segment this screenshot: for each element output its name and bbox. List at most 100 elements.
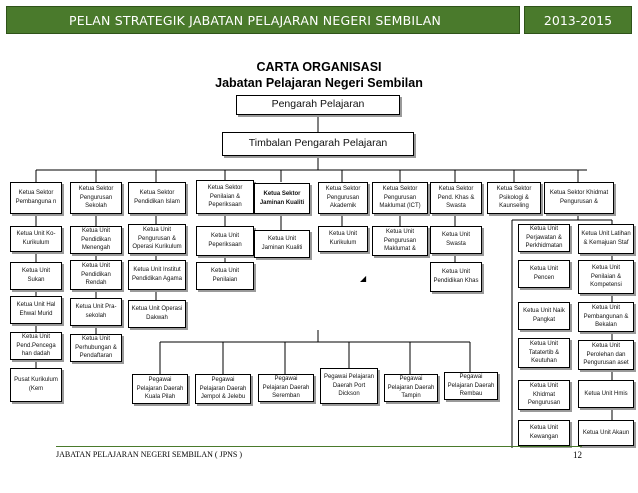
sector-box: Ketua Sektor Psikologi & Kaunseling xyxy=(487,182,541,214)
header-year: 2013-2015 xyxy=(543,12,613,28)
unit-label: Ketua Unit Institut Pendidikan Agama xyxy=(131,267,183,282)
unit-box: Ketua Unit Sukan xyxy=(10,262,62,290)
sector-label: Ketua Sektor Pengurusan Sekolah xyxy=(78,185,114,210)
unit-label: Ketua Unit Pend.Pencega han dadah xyxy=(16,333,56,358)
unit-box: Ketua Unit Pembangunan & Bekalan xyxy=(578,302,634,332)
sector-box: Ketua Sektor Penilaian & Peperiksaan xyxy=(196,180,254,214)
sector-label: Ketua Sektor Psikologi & Kaunseling xyxy=(496,185,532,210)
unit-box: Ketua Unit Kewangan xyxy=(518,420,570,446)
district-officer-box: Pegawai Pelajaran Daerah Rembau xyxy=(444,372,498,400)
unit-box: Ketua Unit Hal Ehwal Murid xyxy=(10,296,62,324)
footer: JABATAN PELAJARAN NEGERI SEMBILAN ( JPNS… xyxy=(56,446,582,460)
sector-box: Ketua Sektor Jaminan Kualiti xyxy=(254,183,310,214)
district-officer-label: Pegawai Pelajaran Daerah Tampin xyxy=(387,375,435,400)
unit-label: Ketua Unit Jaminan Kualiti xyxy=(261,236,303,251)
unit-label: Ketua Unit Hmis xyxy=(584,390,628,397)
unit-label: Ketua Unit Sukan xyxy=(21,268,51,283)
unit-label: Ketua Unit Pencen xyxy=(529,266,559,281)
unit-label: Ketua Unit Penilaian & Kompetensi xyxy=(590,264,622,289)
deputy-box: Timbalan Pengarah Pelajaran xyxy=(222,132,414,156)
unit-box: Ketua Unit Penilaian & Kompetensi xyxy=(578,260,634,294)
sector-box: Ketua Sektor Khidmat Pengurusan & xyxy=(544,182,614,214)
unit-label: Ketua Unit Pendidikan Khas xyxy=(433,269,479,284)
sector-label: Ketua Sektor Pembanguna n xyxy=(15,190,57,205)
unit-box: Ketua Unit Khidmat Pengurusan xyxy=(518,380,570,410)
district-officer-label: Pegawai Pelajaran Daerah Seremban xyxy=(262,375,310,400)
unit-label: Ketua Unit Naik Pangkat xyxy=(523,308,565,323)
unit-box: Ketua Unit Pengurusan & Operasi Kurikulu… xyxy=(128,224,186,254)
unit-box: Ketua Unit Institut Pendidikan Agama xyxy=(128,260,186,290)
page-number: 12 xyxy=(573,450,582,460)
district-officer-label: Pegawai Pelajaran Daerah Rembau xyxy=(447,373,495,398)
unit-box: Ketua Unit Pengurusan Maklumat & xyxy=(372,226,428,256)
unit-label: Ketua Unit Akaun xyxy=(582,429,630,436)
sector-label: Ketua Sektor Khidmat Pengurusan & xyxy=(549,190,609,205)
unit-box: Ketua Unit Pendidikan Rendah xyxy=(70,260,122,290)
unit-label: Ketua Unit Perjawatan & Perkhidmatan xyxy=(525,225,563,250)
district-officer-box: Pegawai Pelajaran Daerah Jempol & Jelebu xyxy=(195,374,251,404)
unit-box: Pusat Kurikulum (Kem xyxy=(10,368,62,402)
deputy-label: Timbalan Pengarah Pelajaran xyxy=(248,137,388,150)
unit-box: Ketua Unit Kurikulum xyxy=(318,226,368,252)
header-title: PELAN STRATEGIK JABATAN PELAJARAN NEGERI… xyxy=(69,12,442,28)
unit-box: Ketua Unit Perjawatan & Perkhidmatan xyxy=(518,224,570,252)
district-officer-label: Pegawai Pelajaran Daerah Jempol & Jelebu xyxy=(199,376,247,401)
unit-label: Ketua Unit Khidmat Pengurusan xyxy=(527,382,561,407)
sector-box: Ketua Sektor Pengurusan Akademik xyxy=(318,182,368,214)
unit-box: Ketua Unit Latihan & Kemajuan Staf xyxy=(578,224,634,254)
unit-label: Ketua Unit Perhubungan & Pendaftaran xyxy=(75,335,117,360)
unit-label: Ketua Unit Swasta xyxy=(441,232,471,247)
unit-label: Ketua Unit Pengurusan Maklumat & xyxy=(383,228,417,253)
district-officer-label: Pegawai Pelajaran Daerah Port Dickson xyxy=(323,373,375,398)
unit-label: Ketua Unit Kewangan xyxy=(529,425,559,440)
unit-box: Ketua Unit Operasi Dakwah xyxy=(128,300,186,328)
unit-box: Ketua Unit Pendidikan Menengah xyxy=(70,226,122,254)
unit-label: Ketua Unit Pendidikan Menengah xyxy=(81,227,111,252)
unit-label: Ketua Unit Pra-sekolah xyxy=(75,304,117,319)
sector-label: Ketua Sektor Penilaian & Peperiksaan xyxy=(207,184,243,209)
unit-box: Ketua Unit Penilaian xyxy=(196,262,254,290)
district-officer-label: Pegawai Pelajaran Daerah Kuala Pilah xyxy=(136,376,184,401)
unit-box: Ketua Unit Perolehan dan Pengurusan aset xyxy=(578,340,634,370)
unit-label: Ketua Unit Peperiksaan xyxy=(208,233,242,248)
unit-label: Ketua Unit Hal Ehwal Murid xyxy=(16,302,56,317)
unit-box: Ketua Unit Pra-sekolah xyxy=(70,298,122,326)
district-officer-box: Pegawai Pelajaran Daerah Tampin xyxy=(384,374,438,402)
unit-box: Ketua Unit Perhubungan & Pendaftaran xyxy=(70,334,122,362)
unit-box: Ketua Unit Swasta xyxy=(430,226,482,254)
unit-box: Ketua Unit Ko-Kurikulum xyxy=(10,226,62,252)
sector-box: Ketua Sektor Pendidikan Islam xyxy=(128,182,186,214)
sector-box: Ketua Sektor Pend. Khas & Swasta xyxy=(430,182,482,214)
header-title-band: PELAN STRATEGIK JABATAN PELAJARAN NEGERI… xyxy=(6,6,520,34)
sector-box: Ketua Sektor Pembanguna n xyxy=(10,182,62,214)
unit-box: Ketua Unit Peperiksaan xyxy=(196,226,254,256)
unit-box: Ketua Unit Pencen xyxy=(518,260,570,288)
sector-label: Ketua Sektor Pengurusan Akademik xyxy=(325,185,361,210)
unit-label: Ketua Unit Perolehan dan Pengurusan aset xyxy=(583,342,629,367)
chart-title: CARTA ORGANISASI xyxy=(256,60,382,74)
unit-label: Ketua Unit Pengurusan & Operasi Kurikulu… xyxy=(132,226,182,251)
unit-label: Pusat Kurikulum (Kem xyxy=(14,377,58,392)
sector-box: Ketua Sektor Pengurusan Maklumat (ICT) xyxy=(372,182,428,214)
sector-label: Ketua Sektor Pengurusan Maklumat (ICT) xyxy=(379,185,421,210)
chart-subtitle: Jabatan Pelajaran Negeri Sembilan xyxy=(215,76,423,90)
unit-box: Ketua Unit Pendidikan Khas xyxy=(430,262,482,292)
footer-text: JABATAN PELAJARAN NEGERI SEMBILAN ( JPNS… xyxy=(56,450,243,459)
district-officer-box: Pegawai Pelajaran Daerah Port Dickson xyxy=(320,368,378,404)
sector-label: Ketua Sektor Pendidikan Islam xyxy=(134,190,180,205)
unit-label: Ketua Unit Tatatertib & Keutuhan xyxy=(528,340,560,365)
unit-box: Ketua Unit Jaminan Kualiti xyxy=(254,230,310,258)
unit-label: Ketua Unit Pendidikan Rendah xyxy=(81,262,111,287)
unit-box: Ketua Unit Akaun xyxy=(578,420,634,446)
arrow-cursor-icon: ◢ xyxy=(360,274,367,283)
unit-label: Ketua Unit Operasi Dakwah xyxy=(131,306,183,321)
district-officer-box: Pegawai Pelajaran Daerah Kuala Pilah xyxy=(132,374,188,404)
unit-label: Ketua Unit Penilaian xyxy=(210,268,240,283)
unit-box: Ketua Unit Naik Pangkat xyxy=(518,302,570,330)
unit-box: Ketua Unit Hmis xyxy=(578,380,634,408)
sector-box: Ketua Sektor Pengurusan Sekolah xyxy=(70,182,122,214)
sector-label: Ketua Sektor Jaminan Kualiti xyxy=(259,190,305,206)
director-box: Pengarah Pelajaran xyxy=(236,95,400,115)
unit-box: Ketua Unit Tatatertib & Keutuhan xyxy=(518,338,570,368)
district-officer-box: Pegawai Pelajaran Daerah Seremban xyxy=(258,374,314,402)
